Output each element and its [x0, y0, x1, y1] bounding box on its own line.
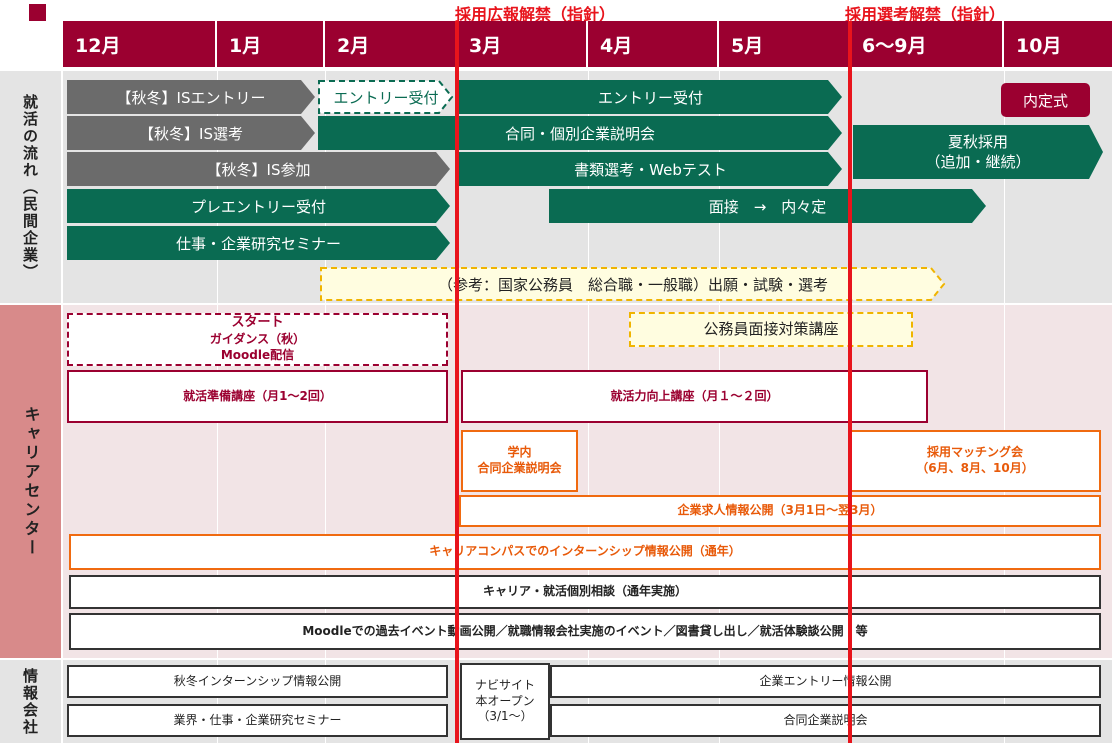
section-label-career-center: キャリアセンター — [0, 305, 61, 658]
civil-interview-course-box: 公務員面接対策講座 — [629, 312, 913, 347]
month-header: 12月 1月 2月 3月 4月 5月 6〜9月 10月 — [63, 21, 1112, 67]
internship-info-box: キャリアコンパスでのインターンシップ情報公開（通年） — [69, 534, 1101, 570]
pr-ban-lift-label: 採用広報解禁（指針） — [455, 5, 616, 24]
interview-offer-arrow: 面接 → 内々定 — [549, 189, 986, 223]
legend-marker — [29, 4, 46, 21]
start-guidance-box: スタート ガイダンス（秋） Moodle配信 — [67, 313, 448, 366]
company-entry-release-box: 企業エントリー情報公開 — [550, 665, 1101, 698]
moodle-events-box: Moodleでの過去イベント動画公開／就職情報会社実施のイベント／図書貸し出し／… — [69, 613, 1101, 650]
dashed-arrow-shape — [320, 267, 946, 301]
job-info-release-box: 企業求人情報公開（3月1日〜翌3月） — [459, 495, 1101, 527]
is-participation-arrow: 【秋冬】IS参加 — [67, 152, 450, 186]
month-dec: 12月 — [63, 21, 217, 67]
job-skill-course-box: 就活力向上講座（月１〜２回） — [461, 370, 928, 423]
entry-accept-arrow: エントリー受付 — [459, 80, 842, 114]
industry-seminar-box: 業界・仕事・企業研究セミナー — [67, 704, 448, 737]
civil-service-reference-arrow: （参考：国家公務員 総合職・一般職）出願・試験・選考 — [320, 267, 946, 301]
dashed-arrow-shape — [318, 80, 454, 114]
consultation-box: キャリア・就活個別相談（通年実施） — [69, 575, 1101, 609]
section-label-info-company: 情報会社 — [0, 660, 61, 743]
internship-release-box: 秋冬インターンシップ情報公開 — [67, 665, 448, 698]
month-jan: 1月 — [217, 21, 325, 67]
job-seminar-arrow: 仕事・企業研究セミナー — [67, 226, 450, 260]
selection-ban-lift-line — [848, 21, 852, 743]
month-may: 5月 — [719, 21, 850, 67]
entry-accept-dashed-arrow: エントリー受付 — [318, 80, 454, 114]
selection-ban-lift-label: 採用選考解禁（指針） — [845, 5, 1006, 24]
month-oct: 10月 — [1016, 34, 1062, 57]
navi-site-box: ナビサイト 本オープン （3/1〜） — [460, 663, 550, 740]
job-prep-course-box: 就活準備講座（月1〜2回） — [67, 370, 448, 423]
pr-ban-lift-line — [455, 21, 459, 743]
month-jun-sep: 6〜9月 — [850, 21, 1004, 67]
grid-line — [1004, 71, 1005, 743]
is-selection-arrow: 【秋冬】IS選考 — [67, 116, 315, 150]
joint-briefing-box: 合同企業説明会 — [550, 704, 1101, 737]
month-feb: 2月 — [325, 21, 457, 67]
naitei-ceremony-badge: 内定式 — [1001, 83, 1090, 117]
pre-entry-arrow: プレエントリー受付 — [67, 189, 450, 223]
company-briefing-arrow: 合同・個別企業説明会 — [318, 116, 842, 150]
summer-autumn-recruit-arrow: 夏秋採用 （追加・継続） — [853, 125, 1103, 179]
section-label-job-hunting: 就活の流れ（民間企業） — [0, 71, 61, 303]
month-apr: 4月 — [588, 21, 719, 67]
is-entry-arrow: 【秋冬】ISエントリー — [67, 80, 315, 114]
month-mar: 3月 — [457, 21, 588, 67]
matching-event-box: 採用マッチング会 （6月、8月、10月） — [849, 430, 1101, 492]
document-screening-arrow: 書類選考・Webテスト — [459, 152, 842, 186]
campus-briefing-box: 学内 合同企業説明会 — [461, 430, 578, 492]
